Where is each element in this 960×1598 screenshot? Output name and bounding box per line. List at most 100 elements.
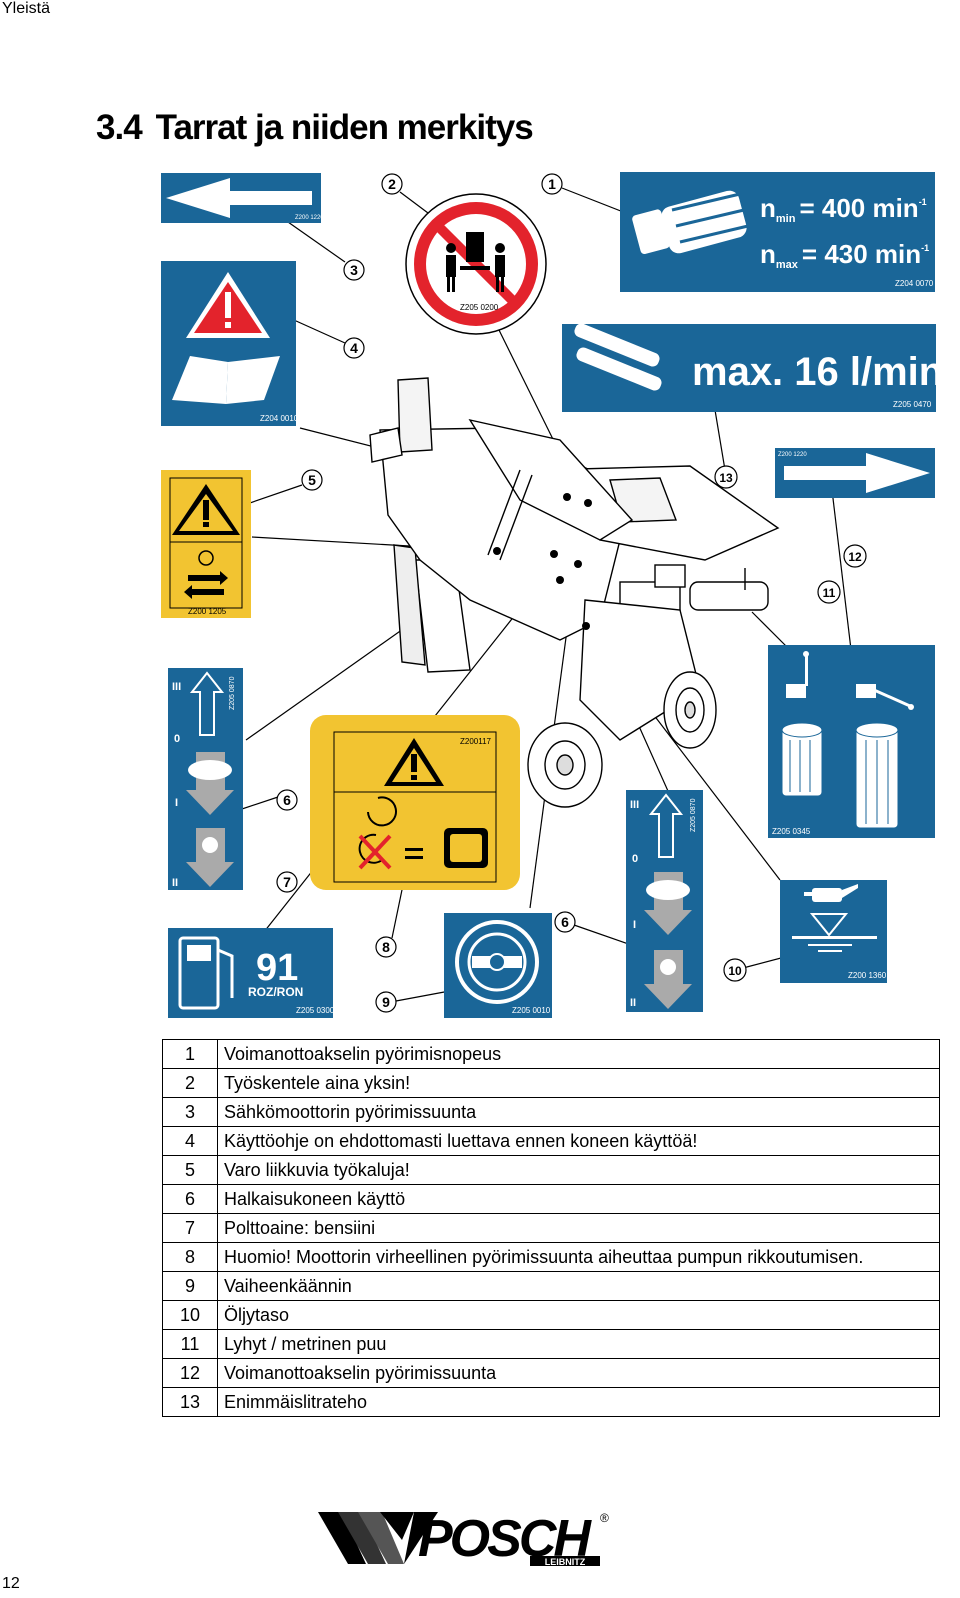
label-code: Z205 0470: [893, 400, 932, 409]
legend-text: Voimanottoakselin pyörimisnopeus: [217, 1039, 940, 1069]
hydraulic-coupling-icon: [574, 323, 662, 391]
callout-7: 7: [276, 871, 298, 893]
log-splitter-illustration: [369, 377, 780, 808]
svg-text:III: III: [630, 799, 639, 811]
svg-text:1: 1: [548, 176, 556, 192]
page-number: 12: [2, 1575, 20, 1592]
motor-rotation-label-left: Z200 1220: [161, 173, 324, 223]
svg-text:0: 0: [632, 853, 638, 865]
legend-number: 2: [162, 1068, 218, 1098]
svg-text:II: II: [172, 877, 178, 889]
splitter-operation-label-right: III 0 I II Z205 0870: [626, 790, 703, 1012]
legend-text: Polttoaine: bensiini: [217, 1213, 940, 1243]
label-code: Z205 0345: [772, 827, 811, 836]
section-number: 3.4: [96, 108, 143, 147]
splitter-operation-label-left: III 0 I II Z205 0870: [168, 668, 243, 890]
label-code: Z200117: [460, 737, 492, 746]
fuel-label: 91 ROZ/RON Z205 0300: [168, 928, 335, 1018]
callout-13: 13: [714, 465, 738, 489]
label-code: Z200 1360: [848, 971, 887, 980]
motor-rotation-label-right: Z200 1220: [775, 448, 935, 498]
svg-text:7: 7: [283, 874, 291, 890]
callouts: 1 2 3 4 5 6 7 8 9 10 11 12 13 6: [276, 173, 867, 1013]
label-code: Z205 0870: [690, 798, 697, 832]
svg-text:10: 10: [728, 964, 742, 978]
flow-text: max. 16 l/min: [692, 350, 943, 394]
legend-text: Varo liikkuvia työkaluja!: [217, 1155, 940, 1185]
legend-number: 1: [162, 1039, 218, 1069]
legend-number: 5: [162, 1155, 218, 1185]
moving-tools-label: Z200 1205: [161, 470, 251, 618]
callout-4: 4: [343, 337, 365, 359]
label-code: Z204 0070: [895, 279, 934, 288]
legend-text: Huomio! Moottorin virheellinen pyörimiss…: [217, 1242, 940, 1272]
legend-number: 11: [162, 1329, 218, 1359]
callout-11: 11: [817, 580, 841, 604]
callout-3: 3: [343, 259, 365, 281]
legend-number: 7: [162, 1213, 218, 1243]
label-code: Z205 0870: [229, 676, 236, 710]
svg-text:6: 6: [283, 792, 291, 808]
svg-text:13: 13: [719, 471, 733, 485]
brand-sub: LEIBNITZ: [545, 1557, 586, 1567]
svg-text:6: 6: [561, 914, 569, 930]
legend-number: 9: [162, 1271, 218, 1301]
label-diagram: Z200 1220 Z205 0200: [161, 172, 943, 1018]
label-code: Z200 1205: [188, 607, 227, 616]
oil-can-icon: [804, 884, 858, 902]
svg-text:0: 0: [174, 733, 180, 745]
legend-text: Halkaisukoneen käyttö: [217, 1184, 940, 1214]
octane-number: 91: [256, 947, 298, 989]
label-code: Z200 1220: [295, 215, 324, 221]
svg-text:nmin= 400 min-1: nmin= 400 min-1: [760, 193, 927, 225]
callout-1: 1: [541, 173, 563, 195]
log-length-label: Z205 0345: [768, 645, 935, 838]
legend-number: 4: [162, 1126, 218, 1156]
callout-10: 10: [723, 958, 747, 982]
phase-inverter-label: Z205 0010: [444, 913, 552, 1018]
legend-text: Öljytaso: [217, 1300, 940, 1330]
legend-number: 3: [162, 1097, 218, 1127]
pto-speed-label: nmin= 400 min-1 nmax= 430 min-1 Z204 007…: [620, 172, 935, 292]
label-code: Z200 1220: [778, 452, 807, 458]
callout-5: 5: [301, 469, 323, 491]
max-flow-label: max. 16 l/min Z205 0470: [562, 323, 943, 412]
legend-text: Lyhyt / metrinen puu: [217, 1329, 940, 1359]
svg-text:9: 9: [382, 994, 390, 1010]
callout-2: 2: [381, 173, 403, 195]
legend-number: 10: [162, 1300, 218, 1330]
svg-text:4: 4: [350, 340, 358, 356]
svg-text:12: 12: [848, 550, 862, 564]
wrong-rotation-label: Z200117: [310, 715, 520, 890]
svg-text:8: 8: [382, 939, 390, 955]
leader-dots: [493, 493, 592, 630]
callout-8: 8: [375, 936, 397, 958]
read-manual-label: Z204 0010: [161, 261, 299, 426]
people-icon: [446, 232, 505, 292]
label-code: Z204 0010: [260, 414, 299, 423]
svg-text:3: 3: [350, 262, 358, 278]
legend-text: Vaiheenkäännin: [217, 1271, 940, 1301]
svg-text:nmax= 430 min-1: nmax= 430 min-1: [760, 239, 929, 271]
legend-number: 13: [162, 1387, 218, 1417]
svg-text:11: 11: [823, 586, 836, 600]
octane-unit: ROZ/RON: [248, 985, 303, 999]
legend-text: Sähkömoottorin pyörimissuunta: [217, 1097, 940, 1127]
svg-text:II: II: [630, 997, 636, 1009]
fuel-pump-icon: [178, 936, 234, 1010]
label-code: Z205 0300: [296, 1006, 335, 1015]
legend-number: 8: [162, 1242, 218, 1272]
label-code: Z205 0010: [512, 1006, 551, 1015]
callout-12: 12: [843, 544, 867, 568]
